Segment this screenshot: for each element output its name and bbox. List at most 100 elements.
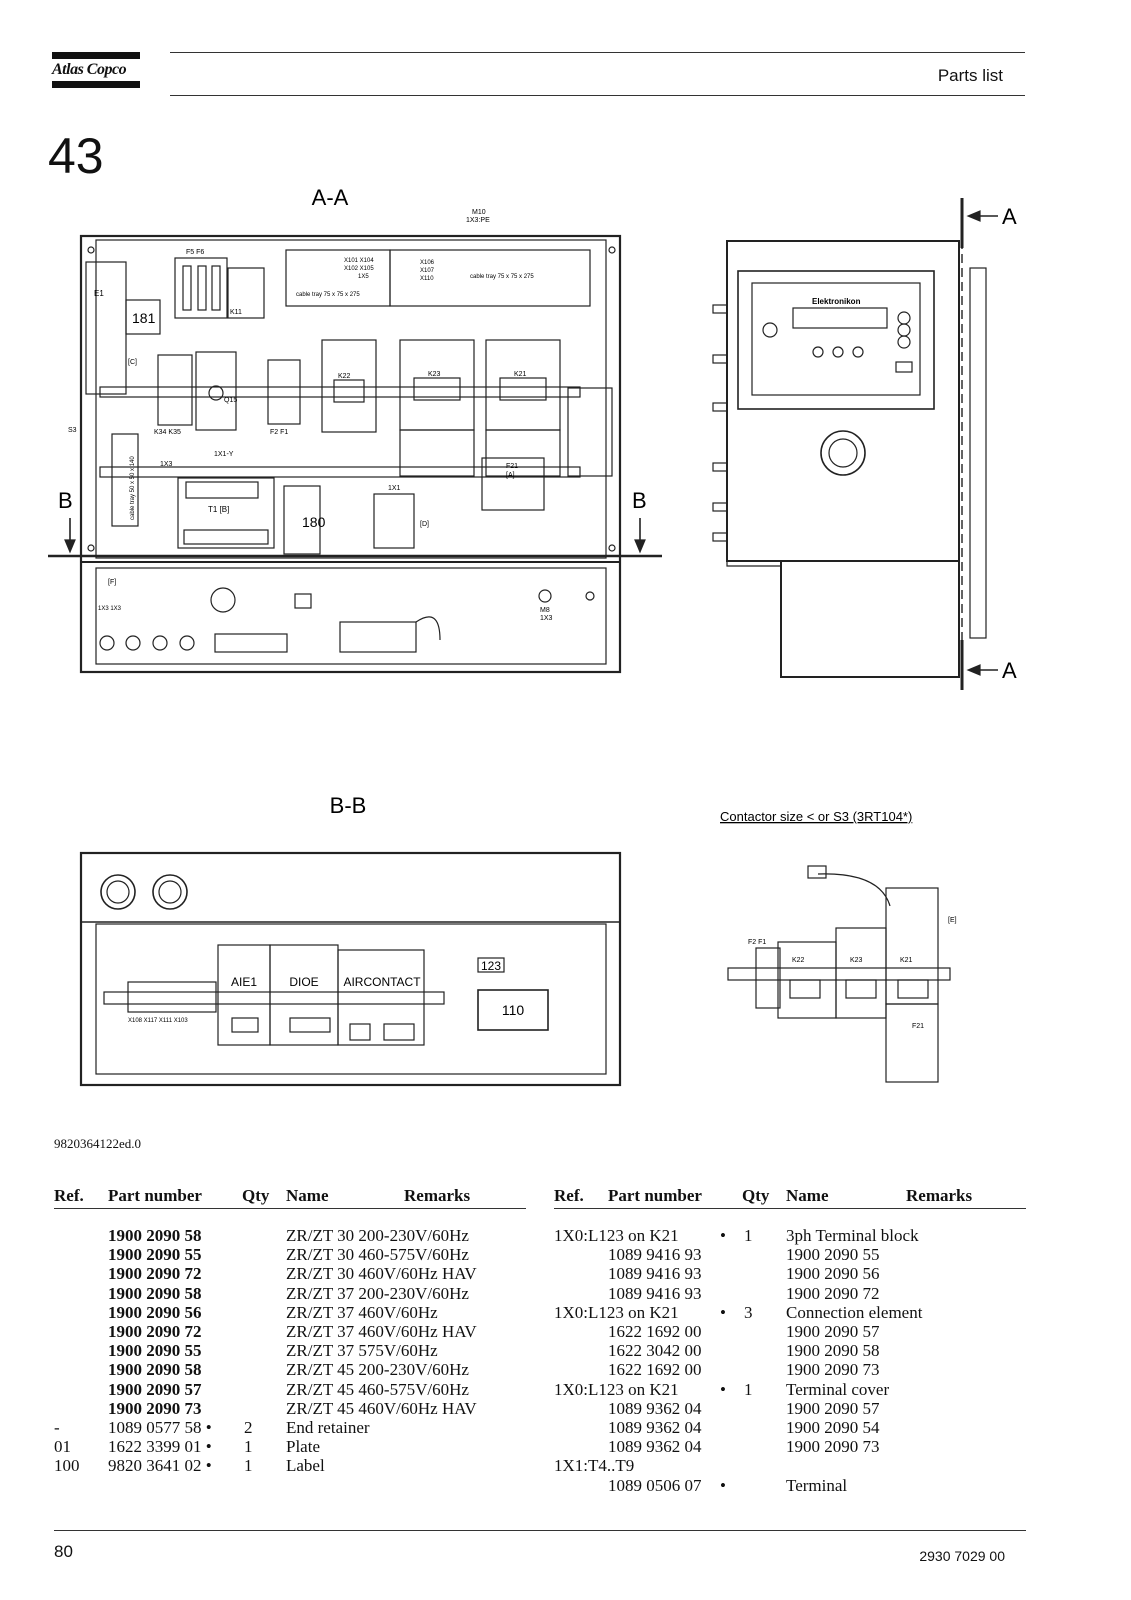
footer-rule [54, 1530, 1026, 1531]
row-part-number: 9820 3641 02 • [108, 1456, 212, 1476]
f21-sub-label: [A] [506, 472, 515, 479]
row-name: ZR/ZT 30 200-230V/60Hz [286, 1226, 469, 1245]
left-header-ref: Ref. [54, 1186, 84, 1205]
cable-tray-label-2: cable tray 75 x 75 x 275 [470, 274, 534, 280]
row-dot: • [720, 1302, 726, 1322]
x3x3-label: 1X3 1X3 [98, 606, 122, 612]
t1-label: T1 [B] [208, 505, 229, 514]
row-part-number: 1900 2090 58 [108, 1226, 202, 1245]
x107-label: X107 [420, 268, 435, 274]
row-part-number: 1900 2090 73 [108, 1398, 202, 1418]
ref-180: 180 [302, 514, 326, 530]
table-row: 1X1:T4..T9 [554, 1456, 1026, 1475]
row-name: 1900 2090 72 [786, 1283, 880, 1303]
view-aa-label: A-A [312, 185, 349, 210]
row-part-number: 1089 9362 04 [608, 1398, 702, 1418]
x1-label: 1X1 [388, 485, 401, 492]
logo-bar-bottom [52, 81, 140, 88]
row-part-number: 1900 2090 72 [108, 1322, 202, 1341]
x106-label: X106 [420, 260, 435, 266]
row-part-number: 1900 2090 56 [108, 1302, 202, 1322]
x1y-label: 1X1-Y [214, 451, 234, 458]
row-ref: 1X0:L123 on K21 [554, 1302, 679, 1322]
right-header-qty: Qty [742, 1186, 770, 1205]
row-name: Connection element [786, 1302, 923, 1322]
row-name: ZR/ZT 45 460-575V/60Hz [286, 1379, 469, 1399]
f5f6-label: F5 F6 [186, 249, 204, 256]
contactor-f21-label: F21 [912, 1023, 924, 1030]
ref-110: 110 [502, 1002, 525, 1018]
row-part-number: 1900 2090 58 [108, 1360, 202, 1380]
left-header-part: Part number [108, 1186, 202, 1205]
k22-label: K22 [338, 373, 351, 380]
table-row: 1622 1692 00 1900 2090 57 [554, 1322, 1026, 1341]
ref-123: 123 [481, 959, 501, 973]
bb-terminal-labels: X108 X117 X111 X103 [128, 1018, 188, 1024]
logo-text: Atlas Copco [52, 61, 127, 78]
row-name: 1900 2090 58 [786, 1341, 880, 1361]
f2f1-label: F2 F1 [270, 429, 288, 436]
x101-label: X101 X104 [344, 258, 374, 264]
document-reference: 9820364122ed.0 [54, 1136, 142, 1151]
f-tag: [F] [108, 579, 116, 586]
right-header-part: Part number [608, 1186, 702, 1205]
electrical-cabinet-drawing: A-A M10 1X3:PE E1 181 180 K11 F5 F6 K22 … [48, 185, 1017, 1087]
contactor-f2f1-label: F2 F1 [748, 939, 766, 946]
header-rule-bottom [170, 95, 1025, 96]
f21-label: F21 [506, 463, 518, 470]
table-row: 1900 2090 56 ZR/ZT 37 460V/60Hz [54, 1303, 526, 1322]
row-part-number: 1622 3399 01 • [108, 1437, 212, 1457]
m8-sub-label: 1X3 [540, 615, 553, 622]
row-qty: 1 [744, 1379, 753, 1399]
table-row: 1900 2090 72 ZR/ZT 37 460V/60Hz HAV [54, 1322, 526, 1341]
row-name: 3ph Terminal block [786, 1226, 919, 1245]
cable-tray-vertical-label: cable tray 50 x 50 x 140 [130, 456, 136, 520]
row-part-number: 1089 9362 04 [608, 1418, 702, 1437]
row-name: ZR/ZT 45 460V/60Hz HAV [286, 1398, 477, 1418]
ref-181: 181 [132, 310, 156, 326]
row-ref: 01 [54, 1437, 71, 1457]
k11-label: K11 [230, 309, 242, 316]
contactor-k21-label: K21 [900, 957, 913, 964]
contactor-k22-label: K22 [792, 957, 805, 964]
left-header-name: Name [286, 1186, 329, 1205]
dioe-label: DIOE [289, 975, 318, 989]
row-name: ZR/ZT 37 460V/60Hz HAV [286, 1322, 477, 1341]
elektronikon-label: Elektronikon [812, 297, 861, 306]
row-part-number: 1622 1692 00 [608, 1322, 702, 1341]
row-part-number: 1900 2090 72 [108, 1264, 202, 1284]
x3-label: 1X3 [160, 461, 173, 468]
m10-label: M10 [472, 209, 486, 216]
row-name: ZR/ZT 37 460V/60Hz [286, 1302, 438, 1322]
row-part-number: 1089 0577 58 • [108, 1418, 212, 1437]
contactor-e-tag: [E] [948, 917, 957, 924]
right-header-name: Name [786, 1186, 829, 1205]
cable-tray-label-1: cable tray 75 x 75 x 275 [296, 292, 360, 298]
k21-label: K21 [514, 371, 527, 378]
right-header-rule [554, 1208, 1026, 1209]
page-title: Parts list [937, 66, 1003, 85]
m8-label: M8 [540, 607, 550, 614]
section-marker-b-left: B [58, 488, 73, 513]
row-qty: 1 [244, 1437, 253, 1457]
row-name: ZR/ZT 37 575V/60Hz [286, 1341, 438, 1361]
e1-label: E1 [94, 289, 104, 298]
right-header-ref: Ref. [554, 1186, 584, 1205]
x110-label: X110 [420, 276, 434, 282]
row-name: 1900 2090 56 [786, 1264, 880, 1284]
row-name: 1900 2090 57 [786, 1322, 880, 1341]
q15-label: Q15 [224, 397, 237, 404]
left-header-remarks: Remarks [404, 1186, 471, 1205]
right-header-remarks: Remarks [906, 1186, 973, 1205]
